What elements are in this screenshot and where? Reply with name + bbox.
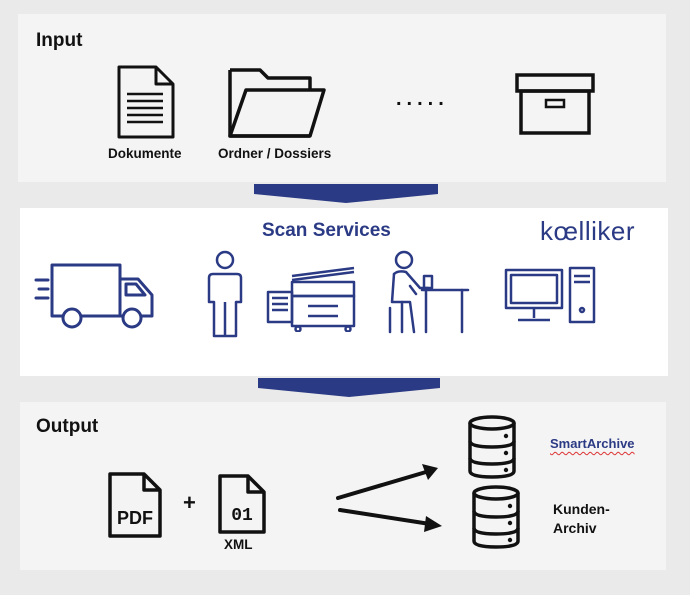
flow-arrow-scan-to-output (258, 378, 440, 397)
folder-icon (228, 68, 326, 138)
ellipsis-dots: ..... (396, 88, 449, 110)
delivery-truck-icon (34, 263, 154, 329)
plus-sign: + (183, 490, 196, 515)
database-icon (472, 485, 520, 549)
worker-at-desk-icon (388, 250, 470, 334)
dokumente-label: Dokumente (108, 146, 182, 161)
xml-file-glyph: 01 (231, 506, 253, 526)
input-panel (18, 14, 666, 182)
koelliker-logo: kœlliker (540, 216, 635, 246)
document-icon (117, 65, 175, 139)
scanner-machine-icon (266, 266, 356, 332)
xml-label: XML (224, 537, 253, 552)
smartarchive-label: SmartArchive (550, 436, 635, 451)
kunden-archiv-label: Kunden- Archiv (553, 500, 610, 538)
pdf-file-text: PDF (117, 508, 153, 528)
scan-services-title: Scan Services (262, 220, 391, 241)
person-icon (207, 250, 243, 338)
archive-box-icon (515, 73, 595, 135)
kunden-archiv-line2: Archiv (553, 520, 597, 536)
pdf-file-icon: PDF (108, 472, 162, 538)
output-panel (20, 402, 666, 570)
output-arrows (336, 464, 442, 532)
output-title: Output (36, 416, 99, 437)
computer-icon (504, 266, 596, 324)
ordner-dossiers-label: Ordner / Dossiers (218, 146, 332, 161)
database-icon (468, 415, 516, 479)
flow-arrow-input-to-scan (254, 184, 438, 203)
xml-file-icon: 01 (218, 474, 266, 534)
input-title: Input (36, 30, 83, 51)
scan-services-panel (20, 208, 668, 376)
kunden-archiv-line1: Kunden- (553, 501, 610, 517)
